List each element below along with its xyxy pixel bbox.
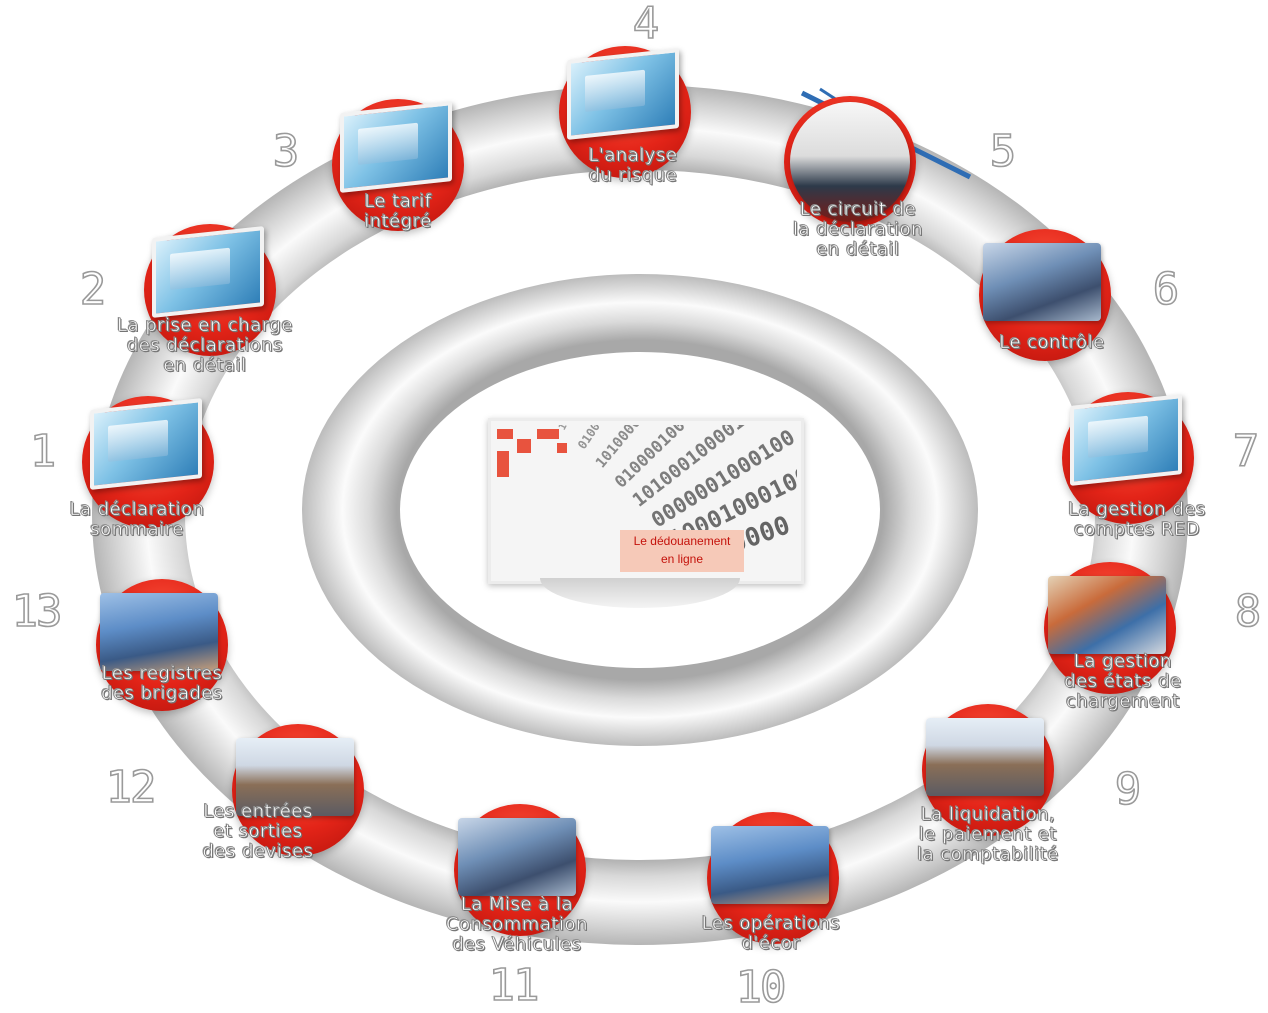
- monitor-icon: [340, 101, 452, 193]
- step-number: 4: [632, 0, 660, 49]
- step-number: 8: [1234, 586, 1262, 637]
- step-label: Le contrôle: [999, 332, 1105, 353]
- step-number: 9: [1114, 764, 1142, 815]
- step-label: Le circuit de la déclaration en détail: [792, 199, 924, 260]
- step-number: 6: [1152, 264, 1180, 315]
- step-label: Les entrées et sorties des devises: [202, 801, 314, 862]
- monitor-icon: [90, 398, 202, 490]
- step-label: Les opérations d'écor: [701, 913, 841, 954]
- step-label: Les registres des brigades: [101, 663, 223, 704]
- step-photo: [983, 243, 1101, 321]
- step-label: Le tarif intégré: [364, 191, 432, 232]
- step-label: La prise en charge des déclarations en d…: [117, 315, 293, 376]
- step-number: 11: [488, 960, 541, 1011]
- step-label: La déclaration sommaire: [69, 499, 205, 540]
- step-label: La gestion des états de chargement: [1064, 651, 1182, 712]
- step-number: 5: [989, 126, 1017, 177]
- step-label: La liquidation, le paiement et la compta…: [917, 804, 1059, 865]
- monitor-icon: [152, 226, 264, 318]
- step-number: 12: [105, 762, 158, 813]
- step-photo: [100, 593, 218, 671]
- step-photo: [711, 826, 829, 904]
- step-number: 7: [1232, 426, 1260, 477]
- step-number: 3: [272, 126, 300, 177]
- step-number: 13: [11, 586, 64, 637]
- step-label: L'analyse du risque: [588, 145, 678, 186]
- step-label: La gestion des comptes RED: [1068, 499, 1206, 540]
- center-label: Le dédouanement en ligne: [620, 530, 744, 572]
- red-blocks: [497, 429, 567, 489]
- monitor-icon: [567, 48, 679, 140]
- step-photo: [458, 818, 576, 896]
- step-photo: [1048, 576, 1166, 654]
- step-number: 10: [735, 962, 788, 1013]
- monitor-icon: [1070, 394, 1182, 486]
- step-photo: [926, 718, 1044, 796]
- step-number: 1: [29, 426, 57, 477]
- step-label: La Mise à la Consommation des Véhicules: [446, 894, 588, 955]
- step-photo: [236, 738, 354, 816]
- step-number: 2: [79, 264, 107, 315]
- truck-photo: [790, 102, 910, 222]
